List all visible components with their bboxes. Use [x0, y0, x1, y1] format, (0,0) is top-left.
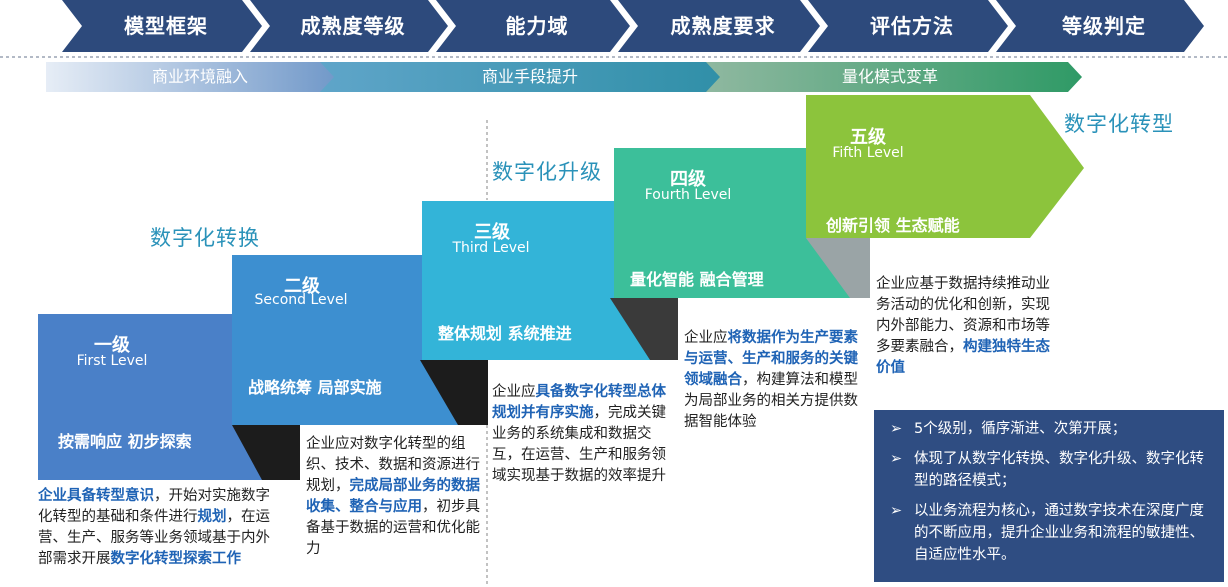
level-3-description: 企业应具备数字化转型总体规划并有序实施，完成关键业务的系统集成和数据交互，在运营…: [492, 382, 676, 487]
step-maturity-requirement: 成熟度要求: [670, 14, 776, 38]
desc1-highlight-2: 规划: [197, 509, 227, 525]
level-4-subtitle: Fourth Level: [644, 187, 732, 203]
desc2-highlight-1: 完成局部业务的数据收集、整合与应用: [306, 478, 480, 515]
level-5-description: 企业应基于数据持续推动业务活动的优化和创新，实现内外部能力、资源和市场等多要素融…: [876, 274, 1056, 379]
desc5-highlight-1: 构建独特生态价值: [876, 339, 1050, 376]
step-capability-domain: 能力域: [505, 14, 569, 38]
desc2-text-2: ，初步具备基于数据的运营和优化能力: [306, 499, 480, 557]
summary-item: ➢ 以业务流程为核心，通过数字技术在深度广度的不断应用，提升企业业务和流程的敏捷…: [890, 500, 1210, 566]
arrow-bullet-icon: ➢: [890, 451, 903, 467]
desc1-highlight-1: 企业具备转型意识: [38, 488, 154, 504]
band-label-model: 量化模式变革: [841, 67, 938, 86]
level-1-keywords: 按需响应 初步探索: [58, 432, 192, 451]
step-level-judgment: 等级判定: [1062, 14, 1146, 38]
level-3-keywords: 整体规划 系统推进: [438, 324, 572, 343]
desc3-text-1: 企业应: [492, 384, 536, 400]
phase-digital-conversion: 数字化转换: [150, 226, 260, 250]
phase-digital-upgrade: 数字化升级: [492, 160, 602, 184]
band-label-means: 商业手段提升: [481, 67, 578, 86]
chevron-step-5: [808, 0, 1008, 52]
chevron-step-1: [62, 0, 262, 52]
band-label-environment: 商业环境融入: [151, 67, 248, 86]
arrow-bullet-icon: ➢: [890, 503, 903, 519]
step-maturity-level: 成熟度等级: [300, 14, 406, 38]
summary-box: ➢ 5个级别，循序渐进、次第开展； ➢ 体现了从数字化转换、数字化升级、数字化转…: [874, 410, 1224, 582]
level-5-subtitle: Fifth Level: [832, 145, 904, 161]
level-2-subtitle: Second Level: [254, 292, 348, 308]
level-2-description: 企业应对数字化转型的组织、技术、数据和资源进行规划，完成局部业务的数据收集、整合…: [306, 434, 482, 560]
phase-digital-transformation: 数字化转型: [1064, 112, 1174, 136]
level-1-block: [38, 314, 262, 480]
level-5-arrow: [806, 95, 1084, 238]
desc4-highlight-1: 将数据作为生产要素与运营、生产和服务的关键领域融合: [684, 330, 858, 388]
step-model-framework: 模型框架: [124, 14, 208, 38]
band-business-environment: [46, 62, 342, 92]
level-5-keywords: 创新引领 生态赋能: [826, 216, 960, 235]
summary-item-text: 5个级别，循序渐进、次第开展；: [914, 421, 1127, 437]
level-1-subtitle: First Level: [76, 353, 148, 369]
step-assessment-method: 评估方法: [870, 14, 954, 38]
desc4-text-1: 企业应: [684, 330, 728, 346]
desc3-highlight-1: 具备数字化转型总体规划并有序实施: [492, 384, 666, 421]
desc2-text-1: 企业应对数字化转型的组织、技术、数据和资源进行规划，: [306, 436, 480, 494]
level-3-subtitle: Third Level: [452, 240, 530, 256]
level-1-description: 企业具备转型意识，开始对实施数字化转型的基础和条件进行规划，在运营、生产、服务等…: [38, 486, 282, 570]
chevron-step-6: [996, 0, 1204, 52]
level-4-keywords: 量化智能 融合管理: [630, 270, 764, 289]
band-quantified-model: [706, 62, 1082, 92]
desc5-text-1: 企业应基于数据持续推动业务活动的优化和创新，实现内外部能力、资源和市场等多要素融…: [876, 276, 1050, 355]
level-2-fold: [420, 360, 488, 425]
desc1-highlight-3: 数字化转型探索工作: [110, 551, 242, 567]
level-4-description: 企业应将数据作为生产要素与运营、生产和服务的关键领域融合，构建算法和模型为局部业…: [684, 328, 866, 433]
desc4-text-2: ，构建算法和模型为局部业务的相关方提供数据智能体验: [684, 372, 858, 430]
level-2-title: 二级: [284, 276, 320, 297]
summary-item: ➢ 5个级别，循序渐进、次第开展；: [890, 418, 1210, 440]
level-1-fold: [232, 425, 300, 480]
chevron-step-4: [618, 0, 820, 52]
summary-item: ➢ 体现了从数字化转换、数字化升级、数字化转型的路径模式；: [890, 448, 1210, 492]
level-3-fold: [610, 298, 678, 360]
desc3-text-2: ，完成关键业务的系统集成和数据交互，在运营、生产和服务领域实现基于数据的效率提升: [492, 405, 666, 484]
level-4-fold: [806, 238, 870, 298]
level-5-title: 五级: [850, 127, 886, 148]
level-2-keywords: 战略统筹 局部实施: [248, 378, 382, 397]
level-3-block: [422, 201, 650, 360]
summary-item-text: 体现了从数字化转换、数字化升级、数字化转型的路径模式；: [914, 451, 1204, 489]
desc1-text-1: ，开始对实施数字化转型的基础和条件进行: [38, 488, 270, 525]
level-2-block: [232, 255, 458, 425]
level-4-title: 四级: [670, 169, 706, 190]
desc1-text-2: ，在运营、生产、服务等业务领域基于内外部需求开展: [38, 509, 270, 567]
level-1-title: 一级: [94, 335, 130, 356]
arrow-bullet-icon: ➢: [890, 421, 903, 437]
band-business-means: [320, 62, 732, 92]
level-3-title: 三级: [474, 222, 510, 243]
chevron-step-2: [250, 0, 448, 52]
chevron-step-3: [436, 0, 630, 52]
summary-item-text: 以业务流程为核心，通过数字技术在深度广度的不断应用，提升企业业务和流程的敏捷性、…: [914, 503, 1204, 563]
